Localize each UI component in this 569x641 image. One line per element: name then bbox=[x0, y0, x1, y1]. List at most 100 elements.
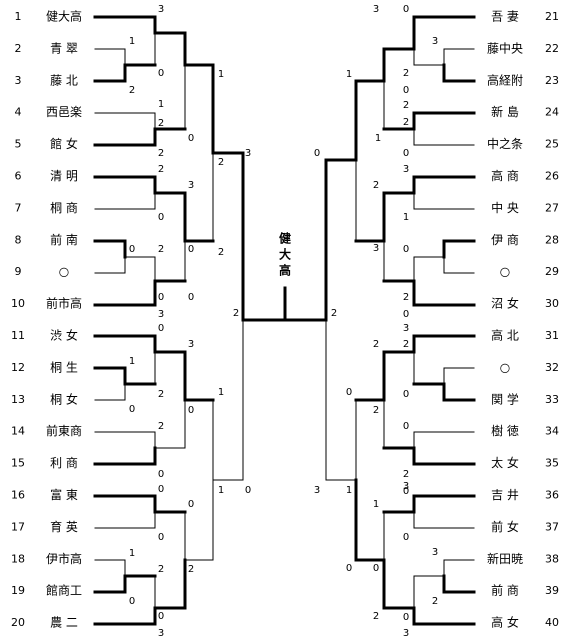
match-score: 1 bbox=[375, 133, 381, 144]
team-seed: 1 bbox=[15, 10, 22, 23]
match-score: 0 bbox=[158, 212, 164, 223]
match-score: 3 bbox=[403, 628, 409, 639]
team-name: 前市高 bbox=[46, 296, 82, 311]
match-score: 2 bbox=[403, 68, 409, 79]
team-name: 桐 女 bbox=[50, 391, 78, 406]
match-score: 2 bbox=[188, 564, 194, 575]
match-score: 3 bbox=[188, 180, 194, 191]
team-seed: 23 bbox=[545, 74, 559, 87]
match-score: 0 bbox=[188, 499, 194, 510]
match-score: 0 bbox=[188, 405, 194, 416]
match-score: 0 bbox=[403, 244, 409, 255]
match-score: 2 bbox=[233, 308, 239, 319]
team-seed: 33 bbox=[545, 393, 559, 406]
team-name: 関 学 bbox=[491, 391, 519, 406]
team-name: 藤 北 bbox=[50, 73, 78, 87]
team-seed: 16 bbox=[11, 489, 25, 502]
team-seed: 2 bbox=[15, 42, 22, 55]
match-score: 3 bbox=[432, 36, 438, 47]
team-name: 富 東 bbox=[50, 487, 78, 502]
team-name: 高経附 bbox=[487, 72, 523, 87]
team-name: 高 女 bbox=[491, 615, 519, 630]
match-score: 2 bbox=[373, 611, 379, 622]
team-name: 高 北 bbox=[491, 328, 519, 343]
match-score: 2 bbox=[158, 564, 164, 575]
match-score: 0 bbox=[158, 484, 164, 495]
match-score: 0 bbox=[245, 485, 251, 496]
match-score: 1 bbox=[129, 548, 135, 559]
team-seed: 29 bbox=[545, 265, 559, 278]
champion-label: 健 bbox=[279, 231, 292, 246]
team-name: 前 南 bbox=[50, 232, 78, 247]
team-seed: 8 bbox=[15, 233, 22, 246]
team-name: 伊市高 bbox=[46, 551, 82, 566]
team-seed: 30 bbox=[545, 297, 559, 310]
team-seed: 25 bbox=[545, 138, 559, 151]
match-score: 2 bbox=[432, 596, 438, 607]
match-score: 1 bbox=[346, 485, 352, 496]
team-seed: 35 bbox=[545, 457, 559, 470]
match-score: 3 bbox=[188, 339, 194, 350]
team-seed: 21 bbox=[545, 10, 559, 23]
match-score: 2 bbox=[403, 117, 409, 128]
team-name: 桐 商 bbox=[50, 200, 78, 215]
team-seed: 13 bbox=[11, 393, 25, 406]
match-score: 3 bbox=[403, 481, 409, 492]
match-score: 1 bbox=[218, 485, 224, 496]
team-seed: 38 bbox=[545, 552, 559, 565]
match-score: 1 bbox=[129, 356, 135, 367]
match-score: 0 bbox=[158, 68, 164, 79]
match-score: 2 bbox=[158, 148, 164, 159]
match-score: 0 bbox=[346, 563, 352, 574]
team-seed: 6 bbox=[15, 170, 22, 183]
match-score: 2 bbox=[373, 339, 379, 350]
match-score: 1 bbox=[218, 387, 224, 398]
team-seed: 24 bbox=[545, 106, 559, 119]
match-score: 0 bbox=[129, 244, 135, 255]
team-seed: 31 bbox=[545, 329, 559, 342]
team-name: 吉 井 bbox=[491, 488, 519, 502]
match-score: 2 bbox=[158, 244, 164, 255]
team-name: 中 央 bbox=[491, 200, 519, 215]
match-score: 0 bbox=[403, 612, 409, 623]
match-score: 2 bbox=[158, 421, 164, 432]
match-score: 2 bbox=[218, 157, 224, 168]
team-seed: 12 bbox=[11, 361, 25, 374]
match-score: 3 bbox=[158, 4, 164, 15]
team-name: 館商工 bbox=[46, 583, 82, 598]
match-score: 0 bbox=[403, 4, 409, 15]
match-score: 3 bbox=[373, 4, 379, 15]
team-seed: 18 bbox=[11, 552, 25, 565]
team-name: 清 明 bbox=[50, 169, 78, 183]
team-seed: 28 bbox=[545, 233, 559, 246]
team-seed: 20 bbox=[11, 616, 25, 629]
champion-label: 高 bbox=[279, 263, 291, 278]
match-score: 2 bbox=[331, 308, 337, 319]
match-score: 2 bbox=[158, 118, 164, 129]
match-score: 2 bbox=[218, 247, 224, 258]
match-score: 2 bbox=[403, 339, 409, 350]
match-score: 1 bbox=[218, 69, 224, 80]
team-name: 渋 女 bbox=[50, 328, 78, 343]
team-seed: 27 bbox=[545, 201, 559, 214]
team-seed: 9 bbox=[15, 265, 22, 278]
match-score: 0 bbox=[188, 292, 194, 303]
team-name: 前 女 bbox=[491, 519, 519, 534]
match-score: 3 bbox=[432, 547, 438, 558]
match-score: 0 bbox=[158, 292, 164, 303]
match-score: 2 bbox=[373, 180, 379, 191]
match-score: 0 bbox=[403, 389, 409, 400]
match-score: 2 bbox=[158, 389, 164, 400]
team-seed: 15 bbox=[11, 457, 25, 470]
team-name: ○ bbox=[500, 360, 510, 374]
match-score: 0 bbox=[129, 404, 135, 415]
team-name: 農 二 bbox=[50, 616, 78, 630]
team-name: 育 英 bbox=[50, 519, 78, 534]
match-score: 0 bbox=[188, 133, 194, 144]
match-score: 2 bbox=[129, 85, 135, 96]
team-name: 伊 商 bbox=[491, 232, 519, 247]
team-name: 中之条 bbox=[487, 136, 523, 151]
team-name: 樹 徳 bbox=[491, 423, 519, 438]
team-name: 健大高 bbox=[46, 9, 82, 24]
